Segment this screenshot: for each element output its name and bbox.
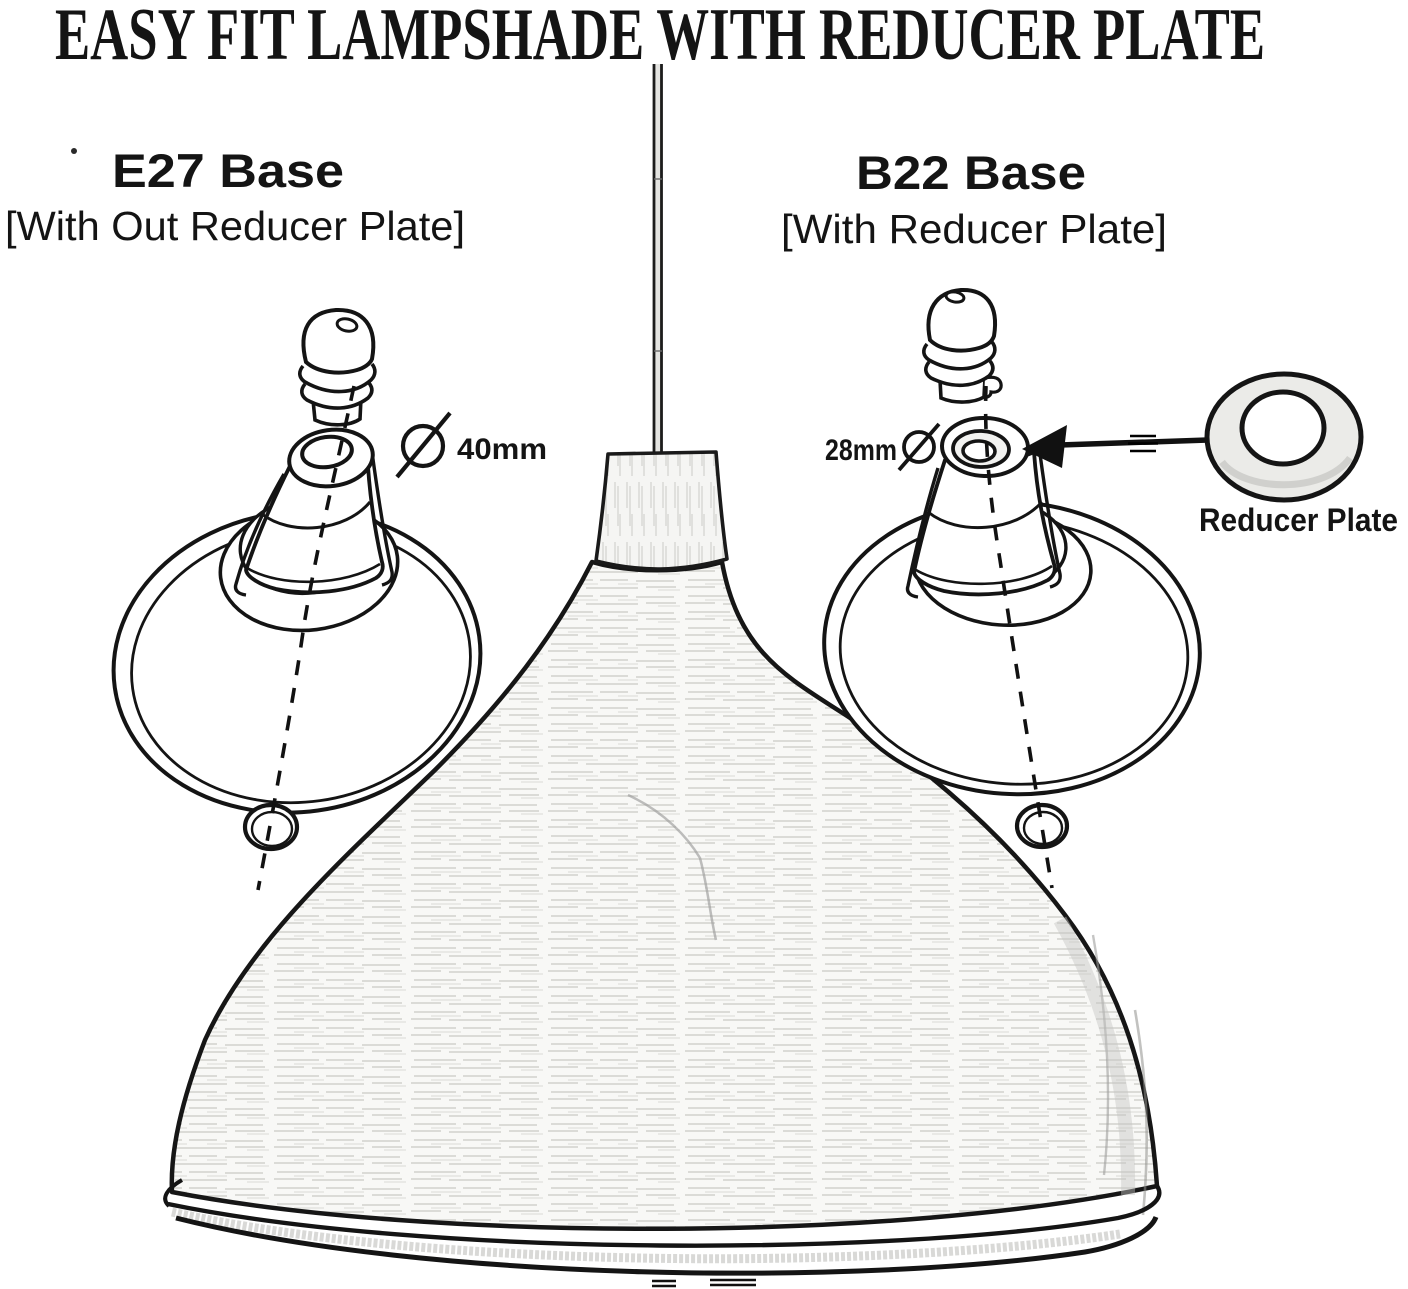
rim-line-bottom: [175, 1215, 1159, 1276]
dome-edge-shading-right: [1053, 916, 1136, 1196]
e27-holder-leg-left: [233, 473, 286, 597]
b22-subheading: [With Reducer Plate]: [781, 206, 1167, 252]
large-dome-lampshade: [163, 559, 1162, 1288]
reducer-plate-callout: [1022, 371, 1364, 503]
e27-lamp-holder: [233, 427, 394, 597]
b22-lamp-holder: [905, 415, 1062, 599]
b22-cap-bayonet-notch: [983, 375, 1003, 399]
cord-grip-bottom-edge: [595, 557, 728, 572]
dome-bottom-rim: [163, 1178, 1162, 1288]
dome-crease-left: [627, 793, 718, 941]
e27-diameter-icon: [395, 411, 452, 479]
e27-holder-leg-right: [370, 451, 394, 587]
speck-dot: [71, 148, 77, 154]
b22-cap-top-hole: [944, 290, 966, 304]
e27-heading: E27 Base: [112, 144, 344, 197]
cord-grip-body: [594, 450, 729, 571]
e27-holder-cup-arc: [261, 501, 372, 530]
dome-streak-right-1: [1091, 934, 1110, 1176]
large-dome-body: [169, 559, 1160, 1231]
b22-cap: [922, 287, 1003, 404]
b22-assembly: [822, 287, 1202, 889]
e27-diameter-label: 40mm: [457, 433, 547, 466]
b22-diameter-label: 28mm: [825, 434, 897, 467]
cord-joint-marks: [654, 178, 662, 352]
reducer-plate-shelf-shading: [1219, 455, 1353, 489]
e27-subheading: [With Out Reducer Plate]: [5, 203, 465, 249]
rim-left-kick: [163, 1178, 184, 1208]
arrow-tick-marks: [1128, 434, 1158, 453]
rim-watermark-marks: [652, 1278, 756, 1288]
rim-fuzzy-band: [171, 1207, 1121, 1264]
dome-streak-right-2: [1133, 1009, 1149, 1216]
arrow-head-icon: [1022, 425, 1067, 468]
b22-diameter-icon: [897, 422, 941, 472]
e27-cap: [298, 307, 377, 427]
page-title: EASY FIT LAMPSHADE WITH REDUCER PLATE: [55, 0, 1265, 76]
b22-holder-cup-arc: [927, 500, 1044, 530]
e27-cap-top-hole: [335, 317, 359, 333]
e27-assembly: [111, 307, 483, 891]
pendant-cord: [652, 64, 663, 455]
cord-grip: [594, 450, 729, 572]
b22-holder-bottom-line: [915, 564, 1053, 586]
cord-lines: [652, 64, 663, 455]
reducer-plate-label: Reducer Plate: [1199, 502, 1398, 538]
b22-cap-acorn: [926, 287, 998, 353]
cord-fill: [654, 64, 662, 455]
b22-washer: [1014, 802, 1070, 850]
reducer-plate-hole: [1239, 389, 1327, 467]
b22-holder-hole-28mm: [961, 439, 997, 463]
b22-holder-leg-left: [905, 467, 940, 599]
b22-heading: B22 Base: [856, 146, 1086, 199]
reducer-plate-arrow: [1022, 425, 1209, 468]
b22-centerline-dashed: [983, 385, 1054, 889]
rim-line-middle: [167, 1184, 1162, 1248]
b22-holder-leg-right: [1038, 453, 1062, 589]
e27-centerline-dashed: [256, 385, 356, 891]
